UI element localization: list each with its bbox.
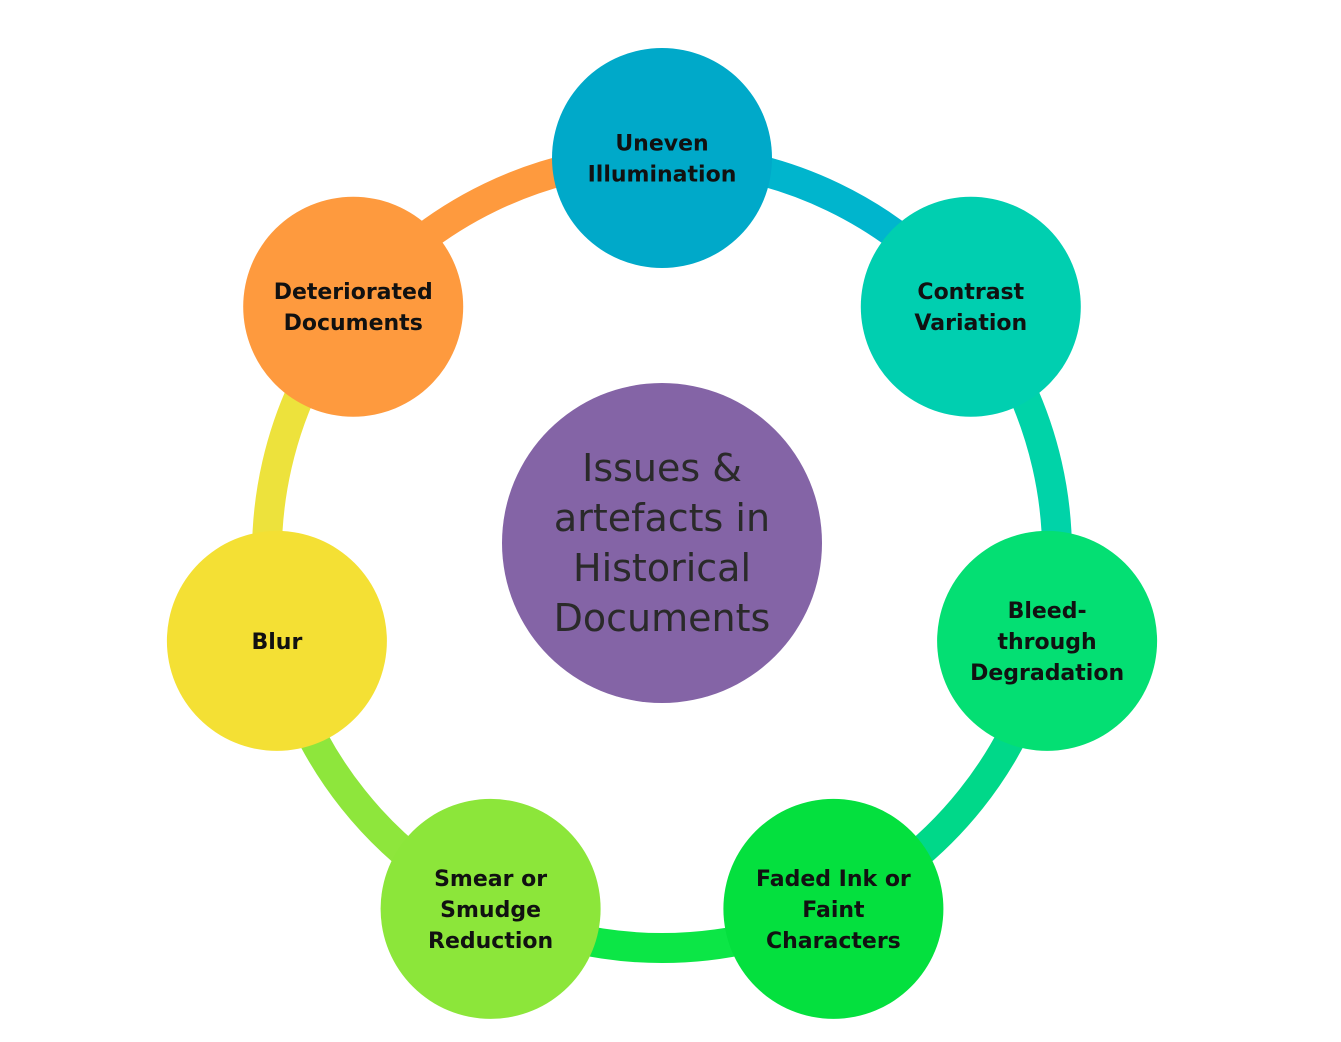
- node-label-line: Documents: [284, 311, 423, 336]
- node-circle: [723, 798, 944, 1019]
- node-label-line: Smear or: [434, 867, 547, 892]
- node-label-line: Blur: [251, 630, 302, 655]
- node-label-line: Degradation: [970, 661, 1124, 686]
- center-title-line: Documents: [554, 596, 771, 640]
- node-circle: [937, 530, 1158, 751]
- center-title-line: Issues &: [582, 446, 742, 490]
- node-label-line: Faded Ink or: [756, 867, 911, 892]
- node-circle: [166, 530, 387, 751]
- center-title-line: Historical: [573, 546, 751, 590]
- center-title-line: artefacts in: [554, 496, 770, 540]
- node-label-line: Illumination: [588, 163, 737, 188]
- node-label-line: Smudge: [440, 898, 541, 923]
- node-label-line: Uneven: [615, 132, 708, 157]
- node-circle: [380, 798, 601, 1019]
- node-circle: [243, 196, 464, 417]
- node-circle: [552, 48, 772, 268]
- center-circle: [502, 383, 822, 703]
- node-label-line: Contrast: [917, 280, 1024, 305]
- node-label-line: Bleed-: [1008, 599, 1087, 624]
- node-label-line: Deteriorated: [274, 280, 433, 305]
- node-blur: Blur: [166, 530, 387, 751]
- node-label-line: Faint: [802, 898, 865, 923]
- node-circle: [860, 196, 1081, 417]
- node-label-line: Variation: [914, 311, 1027, 336]
- node-label-line: through: [997, 630, 1096, 655]
- node-label-line: Characters: [766, 929, 901, 954]
- node-label: Blur: [251, 630, 302, 655]
- node-label-line: Reduction: [428, 929, 553, 954]
